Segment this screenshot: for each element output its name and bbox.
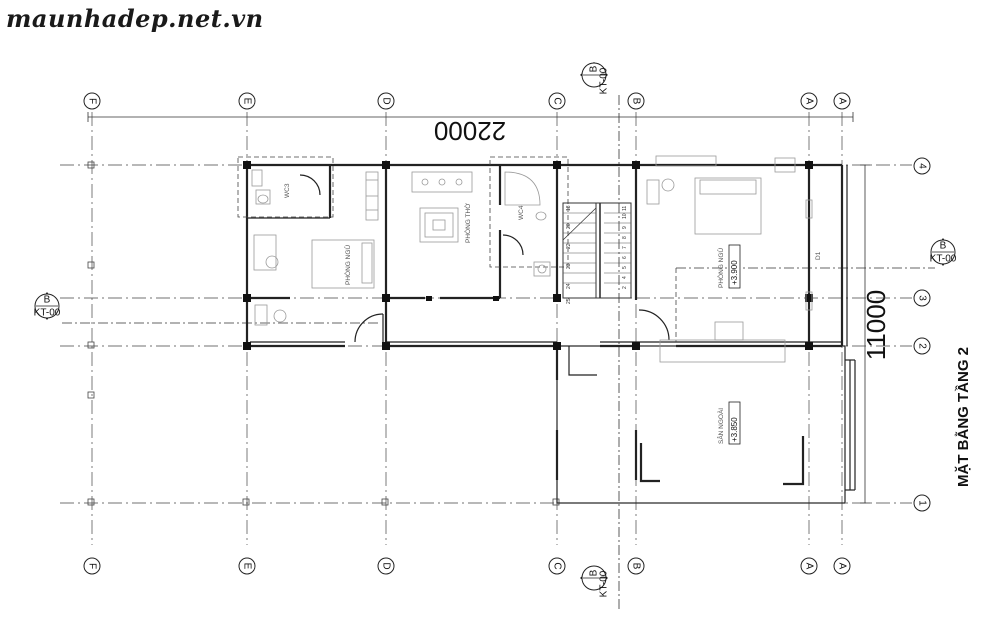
grid-bubble-top-b: B bbox=[627, 92, 645, 110]
svg-text:B: B bbox=[44, 295, 51, 306]
svg-text:B: B bbox=[589, 569, 600, 576]
svg-text:18: 18 bbox=[566, 205, 572, 211]
left-edge-ticks bbox=[87, 161, 560, 506]
furniture bbox=[251, 155, 813, 363]
columns bbox=[243, 161, 813, 350]
svg-text:22: 22 bbox=[566, 243, 572, 249]
section-marker-left: B KT-00 bbox=[34, 292, 61, 320]
svg-text:F: F bbox=[86, 563, 97, 569]
site-watermark: maunhadep.net.vn bbox=[6, 4, 264, 33]
bedroom-right-level: +3.900 bbox=[730, 260, 739, 285]
dashed-outlines bbox=[237, 156, 677, 342]
doors bbox=[299, 174, 670, 376]
grid-bubble-bottom-a1: A bbox=[800, 557, 818, 575]
grid-bubble-bottom-e: E bbox=[238, 557, 256, 575]
grid-bubble-top-a2: A bbox=[833, 92, 851, 110]
svg-text:A: A bbox=[836, 563, 847, 570]
section-marker-right: B KT-00 bbox=[930, 238, 957, 266]
grid-bubble-top-e: E bbox=[238, 92, 256, 110]
svg-text:7: 7 bbox=[622, 246, 628, 249]
svg-text:5: 5 bbox=[622, 266, 628, 269]
overall-length-label: 22000 bbox=[434, 116, 506, 146]
grid-bubble-4: 4 bbox=[913, 157, 931, 175]
svg-text:E: E bbox=[241, 563, 252, 570]
bedroom-left-label: PHÒNG NGỦ bbox=[343, 245, 352, 285]
svg-text:KT-00: KT-00 bbox=[34, 308, 61, 319]
grid-bubble-bottom-d: D bbox=[377, 557, 395, 575]
svg-text:2: 2 bbox=[916, 343, 927, 349]
svg-text:6: 6 bbox=[622, 256, 628, 259]
svg-text:20: 20 bbox=[566, 223, 572, 229]
svg-text:B: B bbox=[940, 241, 947, 252]
svg-text:2: 2 bbox=[622, 286, 628, 289]
svg-text:KT-00: KT-00 bbox=[930, 254, 957, 265]
svg-text:24: 24 bbox=[566, 283, 572, 289]
svg-text:B: B bbox=[589, 65, 600, 72]
svg-text:C: C bbox=[551, 562, 562, 569]
grid-bubble-1: 1 bbox=[913, 494, 931, 512]
overall-dimension-right: 11000 bbox=[860, 164, 891, 504]
svg-text:B: B bbox=[630, 98, 641, 105]
wc3-label: WC3 bbox=[284, 183, 291, 198]
svg-text:D: D bbox=[380, 97, 391, 104]
svg-text:8: 8 bbox=[622, 236, 628, 239]
svg-text:4: 4 bbox=[622, 276, 628, 279]
svg-text:F: F bbox=[86, 98, 97, 104]
grid-bubble-top-a1: A bbox=[800, 92, 818, 110]
bedroom-right-label: PHÒNG NGỦ bbox=[716, 248, 725, 288]
grid-bubble-3: 3 bbox=[913, 289, 931, 307]
room-labels: WC3 PHÒNG NGỦ PHÒNG THỜ WC4 PHÒNG NGỦ +3… bbox=[284, 183, 822, 445]
svg-text:C: C bbox=[551, 97, 562, 104]
svg-text:B: B bbox=[630, 563, 641, 570]
svg-text:D: D bbox=[380, 562, 391, 569]
svg-text:4: 4 bbox=[916, 163, 927, 169]
door-d1-label: D1 bbox=[815, 251, 822, 260]
staircase: 11 10 9 8 7 6 5 4 2 18 20 22 23 24 25 bbox=[562, 202, 632, 304]
walls bbox=[245, 163, 856, 504]
svg-text:A: A bbox=[803, 563, 814, 570]
top-grid-bubbles: F E D C B A A bbox=[83, 92, 851, 110]
terrace-label: SÂN NGOÀI bbox=[716, 408, 725, 444]
grid-bubble-bottom-c: C bbox=[548, 557, 566, 575]
section-marker-bottom: B KT-00 bbox=[580, 565, 610, 597]
overall-dimension-top: 22000 bbox=[87, 112, 854, 146]
grid-bubble-top-f: F bbox=[83, 92, 101, 110]
drawing-title: MẶT BẰNG TẦNG 2 bbox=[954, 347, 972, 487]
grid-bubble-bottom-b: B bbox=[627, 557, 645, 575]
svg-text:KT-00: KT-00 bbox=[599, 67, 610, 94]
grid-bubble-top-d: D bbox=[377, 92, 395, 110]
wc4-label: WC4 bbox=[518, 205, 525, 220]
svg-text:1: 1 bbox=[916, 500, 927, 506]
svg-text:25: 25 bbox=[566, 298, 572, 304]
overall-width-label: 11000 bbox=[861, 290, 891, 360]
terrace-level: +3.850 bbox=[730, 417, 739, 442]
svg-text:A: A bbox=[836, 98, 847, 105]
grid-bubble-2: 2 bbox=[913, 337, 931, 355]
grid-bubble-bottom-a2: A bbox=[833, 557, 851, 575]
svg-text:A: A bbox=[803, 98, 814, 105]
worship-room-label: PHÒNG THỜ bbox=[463, 203, 472, 243]
side-grid-bubbles: 4 3 2 1 bbox=[913, 157, 931, 512]
svg-text:3: 3 bbox=[916, 295, 927, 301]
grid-bubble-bottom-f: F bbox=[83, 557, 101, 575]
svg-text:KT-00: KT-00 bbox=[599, 570, 610, 597]
svg-text:23: 23 bbox=[566, 263, 572, 269]
section-marker-top: B KT-00 bbox=[580, 62, 610, 94]
svg-text:10: 10 bbox=[622, 213, 628, 219]
svg-text:9: 9 bbox=[622, 226, 628, 229]
svg-text:11: 11 bbox=[622, 206, 628, 211]
svg-text:E: E bbox=[241, 98, 252, 105]
bottom-grid-bubbles: F E D C B A A bbox=[83, 557, 851, 575]
grid-bubble-top-c: C bbox=[548, 92, 566, 110]
